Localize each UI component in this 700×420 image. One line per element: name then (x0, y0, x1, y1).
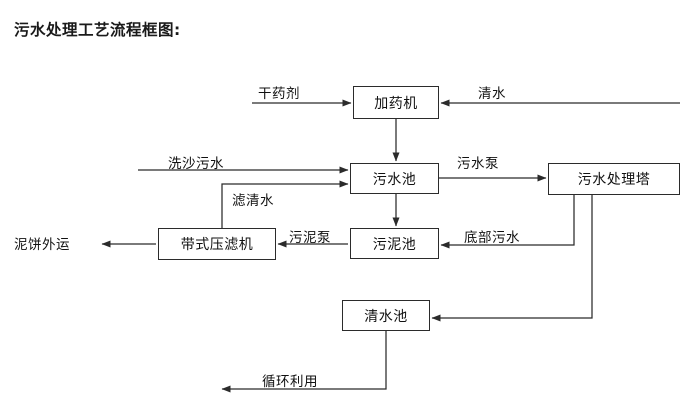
node-dosing-machine-label: 加药机 (374, 95, 418, 112)
node-dosing-machine[interactable]: 加药机 (353, 86, 439, 119)
terminal-label-mud-cake-export: 泥饼外运 (14, 237, 70, 253)
node-treatment-tower[interactable]: 污水处理塔 (548, 163, 680, 195)
node-sewage-pool-label: 污水池 (372, 171, 417, 188)
node-sewage-pool[interactable]: 污水池 (350, 163, 439, 194)
node-treatment-tower-label: 污水处理塔 (577, 172, 651, 188)
node-sludge-pool-label: 污泥池 (372, 236, 417, 253)
edge-treatment-tower-bottom-sewage-to-sludge-pool (440, 195, 575, 249)
edge-label-sand-wash-sewage: 洗沙污水 (168, 156, 224, 172)
edge-label-sewage-pump: 污水泵 (457, 156, 499, 172)
node-clear-water-pool[interactable]: 清水池 (342, 300, 430, 331)
edge-label-recycle-use: 循环利用 (262, 374, 318, 390)
edge-treatment-tower-to-clear-water-pool (431, 195, 593, 322)
edge-label-bottom-sewage: 底部污水 (464, 230, 520, 246)
edge-label-dry-chemical: 干药剂 (258, 86, 300, 102)
edge-filtered-clear-water-to-sewage-pool (221, 180, 349, 228)
page-title: 污水处理工艺流程框图: (14, 21, 181, 39)
edge-label-clean-water-input: 清水 (478, 86, 506, 102)
edge-label-sludge-pump: 污泥泵 (289, 230, 331, 246)
node-clear-water-pool-label: 清水池 (364, 308, 408, 325)
node-sludge-pool[interactable]: 污泥池 (350, 228, 439, 259)
node-belt-filter-press-label: 带式压滤机 (180, 237, 254, 253)
edge-clear-water-pool-recycle-use (221, 331, 387, 393)
node-belt-filter-press[interactable]: 带式压滤机 (158, 228, 276, 260)
edge-label-filtered-clear-water: 滤清水 (232, 193, 274, 209)
